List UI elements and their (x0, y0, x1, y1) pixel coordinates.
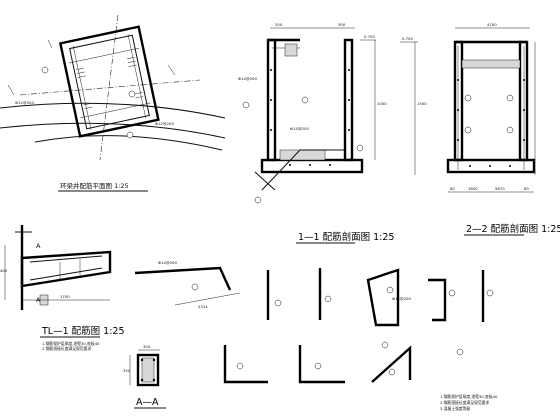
bar-1 (134, 266, 232, 291)
section-aa-dim: 300 (143, 344, 151, 349)
beam-tl1: A A 1700 400 TL—1 配筋图 1:25 1.钢筋保护层厚度,池壁3… (0, 225, 125, 351)
beam-tl1-mark: A (36, 242, 41, 250)
bar-7 (223, 345, 268, 384)
note: 2.钢筋搭接长度满足规范要求 (42, 346, 91, 351)
section22-slab (446, 158, 536, 174)
section22-elev: 0.700 (402, 36, 413, 41)
section-aa-title: A—A (136, 397, 159, 408)
notes: 1.钢筋保护层厚度,池壁30,底板40 2.钢筋搭接长度满足规范要求 3.混凝土… (440, 394, 498, 411)
bar-9 (371, 345, 412, 383)
plan-curve-outer (0, 102, 226, 119)
section-a-a: 300 350 A—A (123, 344, 166, 409)
plan-bubble (126, 131, 134, 139)
section-aa-body (136, 353, 160, 387)
section22-dim: 4700 (487, 22, 497, 27)
plan-bubble (41, 66, 49, 74)
plan-dim: Φ12@200 (155, 121, 174, 126)
section11-dim: 200 (275, 22, 283, 27)
section11-rebar-label: Φ14@200 (238, 76, 257, 81)
section22-dim: 1800 (468, 186, 478, 191)
note: 1.钢筋保护层厚度,池壁30,底板40 (440, 394, 498, 399)
bar-4 (366, 268, 400, 327)
beam-tl1-title: TL—1 配筋图 1:25 (41, 325, 125, 337)
section11-title: 1—1 配筋剖面图 1:25 (298, 231, 394, 243)
section22-dim: 80 (450, 186, 455, 191)
section22-wall-right (518, 40, 529, 162)
note: 1.钢筋保护层厚度,池壁30,底板40 (42, 341, 100, 346)
section22-dim-side: 1500 (417, 101, 427, 106)
section11-dim: 300 (338, 22, 346, 27)
beam-tl1-body (20, 250, 112, 288)
plan-title: 环梁井配筋平面图 1:25 (60, 181, 129, 190)
bar-8 (298, 345, 345, 384)
lower-bar-shapes (223, 341, 464, 384)
plan-well-outer (58, 25, 160, 138)
plan-curve-lower (34, 135, 223, 151)
section11-elev: 0.700 (364, 34, 375, 39)
plan-dim: Φ12@200 (15, 100, 34, 105)
section-2-2: 4700 0.700 1500 80 1800 5670 80 2—2 配筋剖面… (400, 22, 560, 236)
plan-well (58, 25, 160, 138)
plan-bubble (128, 90, 136, 98)
plan-centerline (99, 14, 119, 161)
section22-wall-left (453, 40, 464, 162)
bar-rebar-label: Φ14@200 (158, 260, 177, 265)
note: 3.混凝土强度等级 (440, 406, 470, 411)
section-1-1: 200 300 Φ14@200 Φ14@200 0.700 1000 1—1 配… (238, 22, 394, 244)
section22-dim: 5670 (495, 186, 505, 191)
section11-dim-right: 1000 (377, 101, 387, 106)
plan-curve-inner (0, 122, 226, 139)
bar-dim: 2314 (198, 304, 208, 309)
plan-well-inner (69, 34, 150, 130)
bar-shapes: 2314 Φ14@200 Φ14@200 (134, 260, 494, 327)
beam-tl1-dim: 1700 (60, 294, 70, 299)
section11-rebar-label: Φ14@200 (290, 126, 309, 131)
bar-5 (428, 278, 447, 322)
beam-tl1-dim-left: 400 (0, 268, 8, 273)
section-aa-dim: 350 (123, 368, 131, 373)
section22-title: 2—2 配筋剖面图 1:25 (466, 223, 560, 235)
plan-centerline-h (19, 79, 201, 96)
note: 2.钢筋搭接长度满足规范要求 (440, 400, 489, 405)
section22-dim: 80 (524, 186, 529, 191)
bar-rebar-label: Φ14@200 (392, 296, 411, 301)
section11-slab (260, 158, 364, 174)
plan-view: Φ12@200 Φ12@200 环梁井配筋平面图 1:25 (0, 14, 226, 192)
